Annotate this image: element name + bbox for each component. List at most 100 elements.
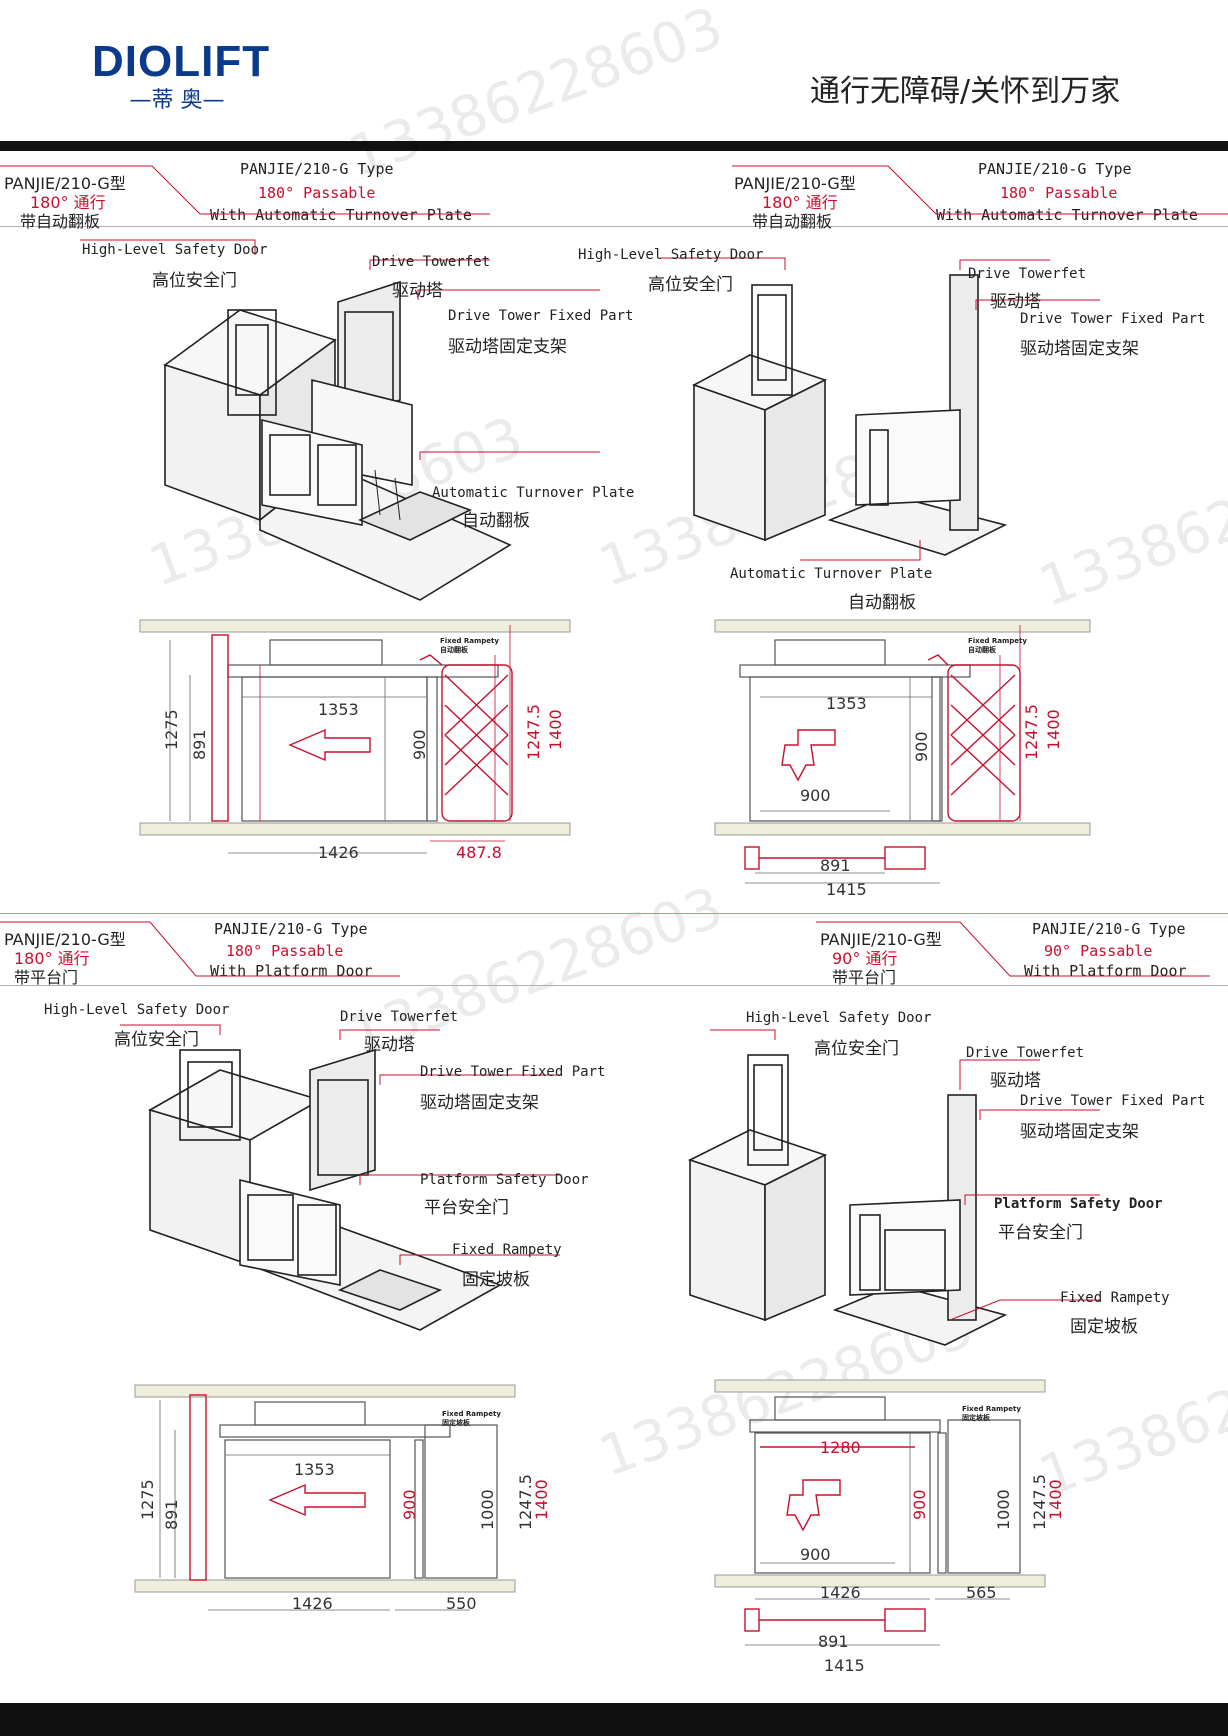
fixed-rampety-tag: Fixed Rampety 自动翻板	[968, 637, 1027, 655]
type-en: PANJIE/210-G Type	[214, 920, 368, 938]
dim-label: 1400	[1044, 709, 1063, 750]
type-en: PANJIE/210-G Type	[978, 160, 1132, 178]
type-en: PANJIE/210-G Type	[240, 160, 394, 178]
top-black-bar	[0, 141, 1228, 151]
dim-label: 900	[910, 1489, 929, 1520]
dim-label: 487.8	[456, 843, 502, 862]
type-en: PANJIE/210-G Type	[1032, 920, 1186, 938]
label-en: Platform Safety Door	[420, 1172, 589, 1188]
fixed-rampety-cn: 自动翻板	[968, 646, 996, 654]
divider	[0, 226, 1228, 227]
dim-label: 900	[912, 731, 931, 762]
logo: DIOLIFT —蒂 奥—	[92, 37, 271, 114]
label-en: Drive Towerfet	[340, 1009, 459, 1025]
bottom-black-bar	[0, 1703, 1228, 1736]
dim-label: 1000	[478, 1489, 497, 1530]
label-cn: 驱动塔	[364, 1035, 415, 1055]
dim-label: 900	[400, 1489, 419, 1520]
label-en: Drive Towerfet	[968, 266, 1087, 282]
label-cn: 驱动塔固定支架	[420, 1093, 539, 1113]
feature-cn: 带自动翻板	[752, 212, 833, 231]
type-cn: PANJIE/210-G型	[820, 930, 942, 949]
fixed-rampety-en: Fixed Rampety	[440, 637, 499, 645]
label-cn: 自动翻板	[848, 593, 916, 613]
dim-label: 900	[800, 786, 831, 805]
label-cn: 驱动塔固定支架	[1020, 339, 1139, 359]
dim-label: 891	[162, 1499, 181, 1530]
divider	[0, 985, 1228, 986]
dim-label: 1400	[546, 709, 565, 750]
dim-label: 1400	[1046, 1479, 1065, 1520]
fixed-rampety-en: Fixed Rampety	[442, 1410, 501, 1418]
type-cn: PANJIE/210-G型	[734, 174, 856, 193]
feature-cn: 带平台门	[14, 968, 79, 987]
dim-label: 1247.5	[524, 704, 543, 760]
fixed-rampety-en: Fixed Rampety	[968, 637, 1027, 645]
pass-en: 180° Passable	[258, 184, 376, 202]
pass-en: 180° Passable	[1000, 184, 1118, 202]
dim-label: 891	[820, 856, 851, 875]
type-cn: PANJIE/210-G型	[4, 930, 126, 949]
label-en: Drive Tower Fixed Part	[1020, 1093, 1206, 1109]
fixed-rampety-cn: 固定坡板	[442, 1419, 470, 1427]
fixed-rampety-cn: 自动翻板	[440, 646, 468, 654]
dim-label: 1426	[318, 843, 359, 862]
label-cn: 高位安全门	[152, 271, 237, 291]
label-en: High-Level Safety Door	[578, 247, 764, 263]
logo-wordmark: DIOLIFT	[92, 37, 271, 86]
pass-cn: 180° 通行	[14, 949, 90, 968]
divider	[0, 913, 1228, 914]
label-en: High-Level Safety Door	[82, 242, 268, 258]
logo-chinese: —蒂 奥—	[129, 88, 225, 113]
dim-label: 1275	[162, 709, 181, 750]
label-en: Automatic Turnover Plate	[432, 485, 635, 501]
panel-4-plan-view	[714, 1379, 1046, 1646]
label-cn: 固定坡板	[462, 1270, 530, 1290]
label-en: Platform Safety Door	[994, 1196, 1163, 1212]
pass-en: 180° Passable	[226, 942, 344, 960]
label-cn: 平台安全门	[424, 1198, 509, 1218]
label-cn: 驱动塔固定支架	[448, 337, 567, 357]
dim-label: 1400	[532, 1479, 551, 1520]
label-en: Automatic Turnover Plate	[730, 566, 933, 582]
label-en: Fixed Rampety	[1060, 1290, 1170, 1306]
label-cn: 自动翻板	[462, 511, 530, 531]
dim-label: 1415	[826, 880, 867, 899]
label-cn: 驱动塔	[990, 292, 1041, 312]
label-cn: 高位安全门	[648, 275, 733, 295]
dim-label: 1415	[824, 1656, 865, 1675]
feature-en: With Automatic Turnover Plate	[210, 206, 472, 224]
label-en: Drive Towerfet	[372, 254, 491, 270]
dim-label: 1426	[820, 1583, 861, 1602]
dim-label: 550	[446, 1594, 477, 1613]
feature-en: With Automatic Turnover Plate	[936, 206, 1198, 224]
label-en: High-Level Safety Door	[746, 1010, 932, 1026]
label-en: Drive Tower Fixed Part	[448, 308, 634, 324]
pass-cn: 90° 通行	[832, 949, 898, 968]
panel-1-plan-view	[139, 619, 571, 854]
dim-label: 565	[966, 1583, 997, 1602]
fixed-rampety-tag: Fixed Rampety 自动翻板	[440, 637, 499, 655]
pass-cn: 180° 通行	[30, 193, 106, 212]
panel-4-isometric-drawing	[687, 1029, 1100, 1346]
label-en: Drive Towerfet	[966, 1045, 1085, 1061]
dim-label: 900	[800, 1545, 831, 1564]
label-cn: 驱动塔	[990, 1071, 1041, 1091]
pass-en: 90° Passable	[1044, 942, 1153, 960]
panel-1-isometric-drawing	[80, 239, 600, 601]
panel-3-isometric-drawing	[120, 1024, 560, 1331]
dim-label: 1353	[294, 1460, 335, 1479]
dim-label: 1000	[994, 1489, 1013, 1530]
dim-label: 891	[818, 1632, 849, 1651]
fixed-rampety-tag: Fixed Rampety 固定坡板	[962, 1405, 1021, 1423]
fixed-rampety-cn: 固定坡板	[962, 1414, 990, 1422]
label-cn: 驱动塔固定支架	[1020, 1122, 1139, 1142]
label-en: Fixed Rampety	[452, 1242, 562, 1258]
dim-label: 1275	[138, 1479, 157, 1520]
dim-label: 1426	[292, 1594, 333, 1613]
dim-label: 1280	[820, 1438, 861, 1457]
dim-label: 1353	[318, 700, 359, 719]
title-callout-lines	[0, 165, 1228, 977]
dim-label: 1353	[826, 694, 867, 713]
panel-3-plan-view	[134, 1384, 516, 1611]
